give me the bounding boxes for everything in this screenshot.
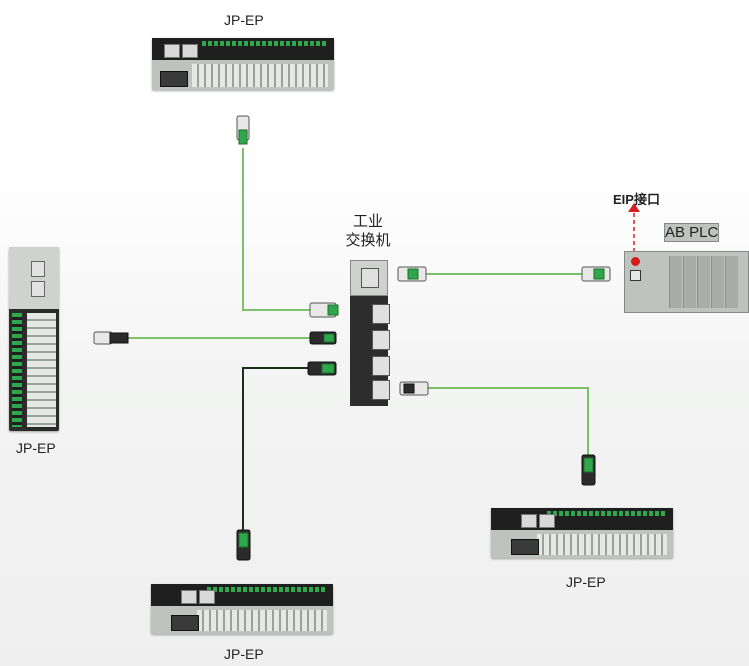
connector-top [236, 115, 250, 145]
connector-switch-plc [397, 266, 427, 282]
module-bottom [151, 584, 333, 634]
cable-top [242, 148, 312, 311]
connector-switch-bottom [307, 361, 337, 376]
module-top [152, 38, 334, 90]
ab-plc [624, 251, 749, 313]
eip-arrowhead [628, 203, 640, 212]
connector-right-mod [581, 454, 596, 486]
label-left-device: JP-EP [16, 440, 56, 456]
eip-label: EIP接口 [613, 192, 660, 207]
connector-plc [581, 266, 611, 282]
cable-bottom [242, 367, 310, 530]
switch-label-line2: 交换机 [345, 232, 391, 249]
connector-bottom-mod [236, 529, 251, 561]
connector-switch-right [399, 381, 429, 396]
connector-switch-mid [309, 331, 337, 345]
switch-label-line1: 工业 [352, 213, 383, 230]
industrial-switch [350, 260, 390, 406]
label-right-device: JP-EP [566, 574, 606, 590]
connector-left-mod [93, 331, 129, 345]
connector-switch-top [309, 302, 339, 318]
cable-right [428, 387, 589, 455]
switch-label: 工业 交换机 [342, 212, 394, 250]
label-top-device: JP-EP [224, 12, 264, 28]
module-right [491, 508, 673, 558]
label-bottom-device: JP-EP [224, 646, 264, 662]
plc-label: AB PLC [664, 223, 720, 242]
module-left [9, 247, 59, 431]
